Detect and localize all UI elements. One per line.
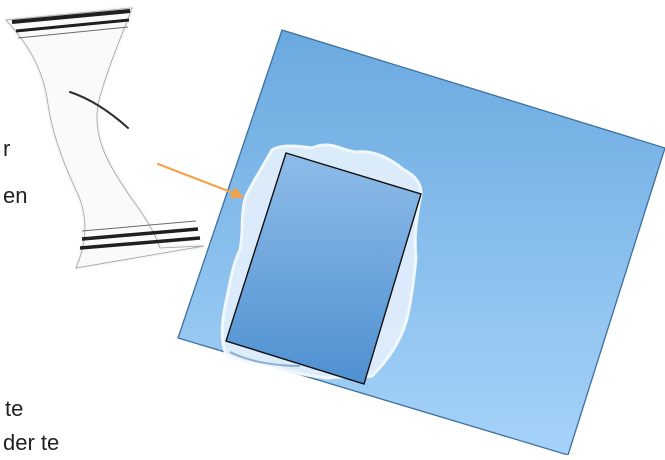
text-fragment-en: en xyxy=(3,185,27,207)
text-fragment-der-te: der te xyxy=(3,432,59,454)
text-fragment-te: te xyxy=(5,398,23,420)
text-fragment-r: r xyxy=(3,138,10,160)
paper-tissue-icon xyxy=(6,8,204,268)
